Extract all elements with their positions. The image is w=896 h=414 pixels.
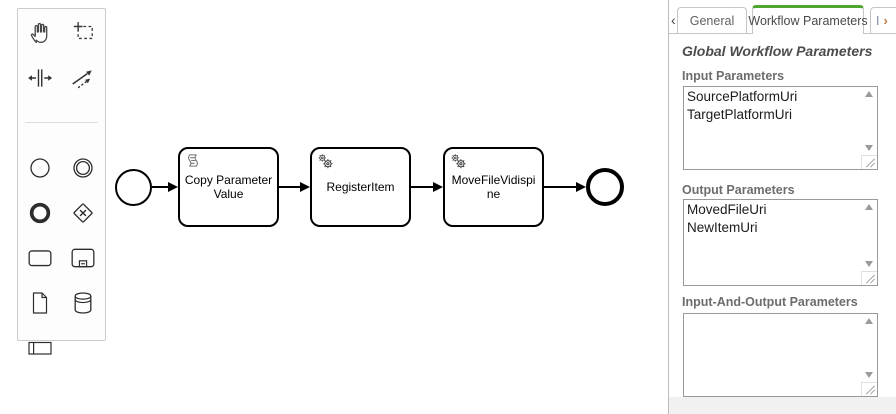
task-label: MoveFileVidispine [451, 173, 536, 201]
bpmn-canvas[interactable]: Copy Parameter Value RegisterItem MoveFi… [0, 0, 668, 414]
task-registeritem[interactable]: RegisterItem [310, 147, 411, 227]
resize-grip-icon[interactable] [861, 382, 877, 396]
sequence-flow-2[interactable] [279, 186, 301, 188]
task-label: Copy Parameter Value [184, 173, 273, 201]
end-event-icon [29, 202, 50, 223]
service-task-icon [318, 153, 333, 169]
input-parameters-box: SourcePlatformUri TargetPlatformUri [683, 86, 878, 170]
output-parameters-label: Output Parameters [682, 183, 795, 197]
create-task[interactable] [20, 238, 60, 278]
scroll-down-icon[interactable] [865, 261, 873, 267]
create-start-event[interactable] [20, 148, 60, 188]
create-data-object[interactable] [20, 283, 60, 323]
scrollbar[interactable] [861, 314, 877, 382]
panel-heading: Global Workflow Parameters [682, 43, 873, 59]
participant-icon [28, 341, 52, 355]
create-gateway-xor[interactable] [63, 193, 103, 233]
data-store-icon [74, 291, 92, 314]
arrowhead-icon [168, 182, 178, 192]
tab-general[interactable]: General [677, 7, 747, 33]
start-event[interactable] [115, 169, 152, 206]
palette-separator [24, 122, 99, 123]
scrollbar[interactable] [861, 200, 877, 271]
start-event-icon [30, 157, 50, 178]
task-copy-parameter-value[interactable]: Copy Parameter Value [178, 147, 279, 227]
tab-label: I [876, 13, 880, 28]
scroll-up-icon[interactable] [865, 204, 873, 210]
tab-workflow-parameters[interactable]: Workflow Parameters [748, 5, 868, 34]
tab-scroll-left-icon[interactable]: ‹ [671, 12, 676, 28]
input-parameters-label: Input Parameters [682, 69, 785, 83]
create-intermediate-event[interactable] [63, 148, 103, 188]
global-connect-tool[interactable] [63, 58, 103, 98]
space-tool[interactable] [20, 58, 60, 98]
task-movefilevidispine[interactable]: MoveFileVidispine [443, 147, 544, 227]
scroll-down-icon[interactable] [865, 372, 873, 378]
arrowhead-icon [433, 182, 443, 192]
connect-arrow-icon [72, 69, 92, 88]
resize-grip-icon[interactable] [861, 271, 877, 285]
panel-footer [669, 397, 896, 414]
resize-grip-icon[interactable] [861, 155, 877, 169]
lasso-tool[interactable] [63, 13, 103, 53]
input-and-output-parameters-textarea[interactable] [684, 314, 861, 396]
script-task-icon [188, 154, 198, 167]
input-parameters-textarea[interactable]: SourcePlatformUri TargetPlatformUri [684, 87, 861, 169]
input-and-output-parameters-box [683, 313, 878, 397]
hand-tool[interactable] [20, 13, 60, 53]
sequence-flow-4[interactable] [544, 186, 577, 188]
service-task-icon [451, 153, 466, 169]
tab-label: Workflow Parameters [748, 14, 868, 28]
scroll-up-icon[interactable] [865, 91, 873, 97]
task-label: RegisterItem [326, 180, 395, 194]
tab-clipped[interactable]: I › [870, 7, 896, 33]
data-object-icon [32, 291, 47, 314]
task-icon [28, 249, 52, 266]
bpmn-palette [17, 8, 106, 355]
subprocess-icon [71, 248, 95, 267]
space-tool-icon [27, 68, 52, 87]
end-event[interactable] [586, 168, 624, 206]
scrollbar[interactable] [861, 87, 877, 155]
sequence-flow-3[interactable] [411, 186, 434, 188]
input-and-output-parameters-label: Input-And-Output Parameters [682, 295, 858, 309]
tab-label: General [689, 13, 735, 28]
scroll-down-icon[interactable] [865, 145, 873, 151]
scroll-up-icon[interactable] [865, 318, 873, 324]
create-participant[interactable] [20, 328, 60, 368]
output-parameters-textarea[interactable]: MovedFileUri NewItemUri [684, 200, 861, 285]
create-data-store[interactable] [63, 283, 103, 323]
gateway-icon [73, 202, 93, 223]
output-parameters-box: MovedFileUri NewItemUri [683, 199, 878, 286]
arrowhead-icon [300, 182, 310, 192]
create-end-event[interactable] [20, 193, 60, 233]
lasso-icon [74, 21, 94, 39]
intermediate-event-icon [73, 157, 93, 178]
arrowhead-icon [576, 182, 586, 192]
tab-scroll-right-icon[interactable]: › [883, 13, 888, 28]
hand-icon [30, 22, 48, 43]
properties-panel: ‹ General Workflow Parameters I › Global… [668, 0, 896, 414]
sequence-flow-1[interactable] [152, 186, 169, 188]
create-subprocess-collapsed[interactable] [63, 238, 103, 278]
